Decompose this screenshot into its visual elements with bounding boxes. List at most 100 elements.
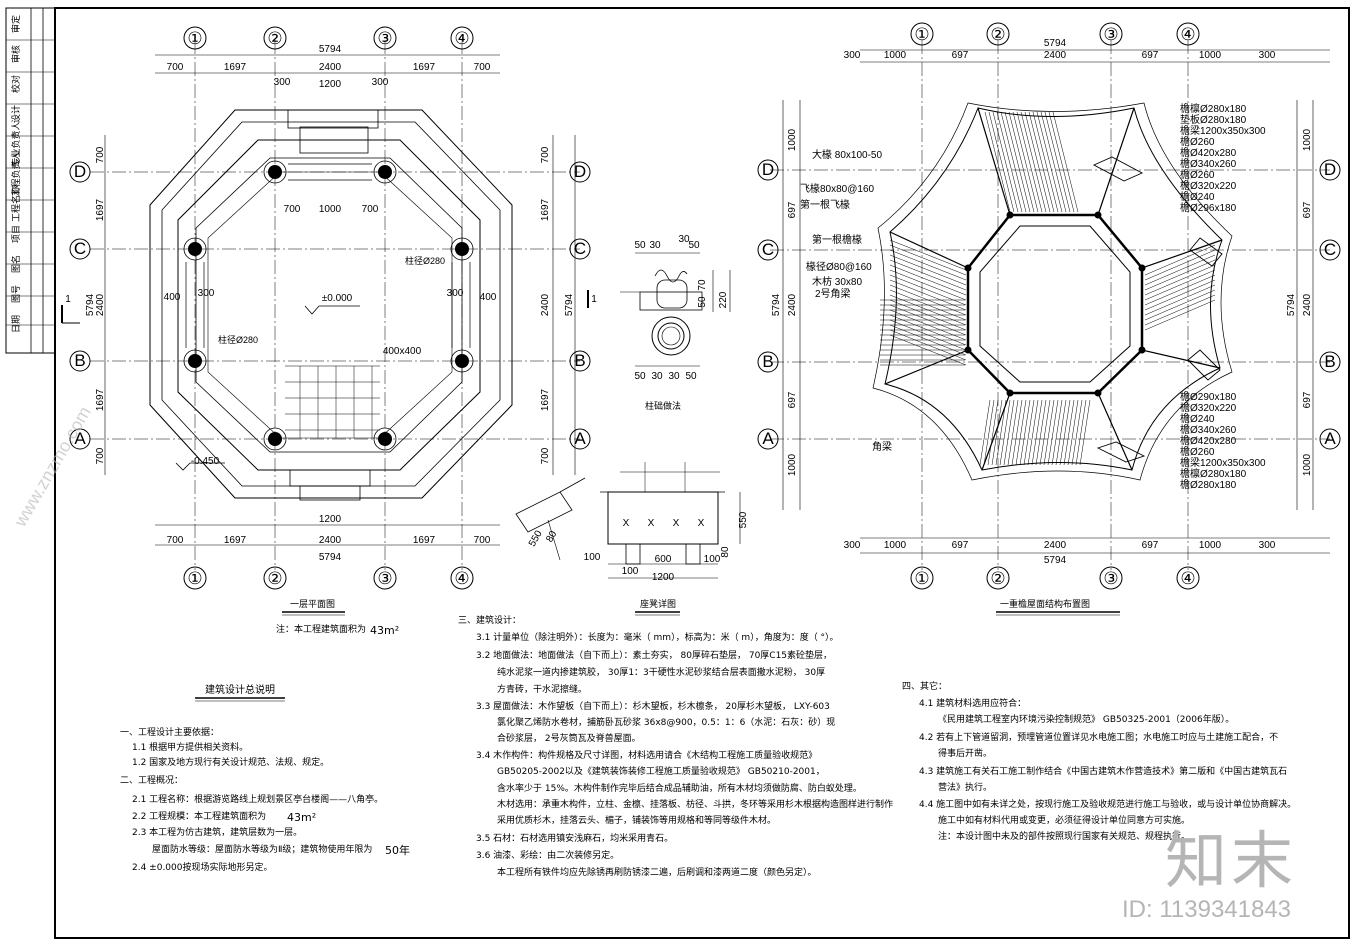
axis-x-label: ③ (1103, 569, 1118, 588)
level-zero: ±0.000 (322, 293, 353, 304)
note-4-4: 4.4 施工图中如有未详之处，按现行施工及验收规范进行施工与验收，或与设计单位协… (919, 800, 1297, 810)
dim-side: 1697 (95, 198, 106, 221)
note-3-4d: 木材选用：承重木构件，立柱、金檩、挂落板、枋径、斗拱，冬环等采用杉木根据构造图样… (497, 800, 894, 810)
note-4-4b: 施工中如有材料代用或变更，必须征得设计单位同意方可实施。 (938, 816, 1191, 826)
roof-dim-side: 1000 (1302, 453, 1313, 476)
rafter-line (1144, 279, 1216, 311)
axis-x-label: ③ (1103, 25, 1118, 44)
axis-bubble (757, 351, 779, 373)
axis-bubble (569, 238, 591, 260)
rafter-line (1144, 294, 1216, 326)
member-label: 檐Ø320x220 (1180, 179, 1237, 192)
note-3-4e: 采用优质杉木，挂落云头、楣子，铺装饰等用规格和等同等级件木材。 (497, 816, 777, 826)
axis-bubble (910, 566, 934, 590)
dim-total: 5794 (85, 293, 96, 316)
note-3-2: 3.2 地面做法：地面做法（自下而上）：素土夯实， 80厚碎石垫层， 70厚C1… (476, 651, 833, 661)
roof-dim-top: 697 (952, 50, 969, 61)
rafter-line (1000, 111, 1027, 213)
axis-y-label: D (762, 160, 774, 179)
axis-x-label: ① (187, 569, 202, 588)
dim-step: 300 (372, 77, 389, 88)
axis-y-label: B (1324, 352, 1335, 371)
rafter-line (979, 399, 991, 466)
rafter-line (1144, 284, 1216, 316)
dim-side: 700 (540, 447, 551, 464)
rafter-line (1020, 111, 1047, 213)
axis-bubble (1099, 22, 1123, 46)
column-label: 柱径Ø280 (405, 255, 445, 266)
axis-bubble (757, 239, 779, 261)
axis-y-label: B (574, 351, 585, 370)
rafter-line (1144, 249, 1216, 281)
rafter-line (1004, 111, 1031, 213)
section-mark: 1 (591, 294, 597, 305)
member-label: 檐Ø260 (1180, 168, 1215, 181)
axis-bubble (757, 159, 779, 181)
watermark-brand: 知末 (1165, 827, 1298, 896)
axis-y-label: A (574, 429, 586, 448)
rafter-line (1043, 399, 1055, 466)
dim-top: 2400 (319, 62, 342, 73)
dim-side: 1697 (540, 388, 551, 411)
note-3-7: 本工程所有铁件均应先除锈再刷防锈漆二遍，后刷调和漆两道二度（颜色另定）。 (497, 868, 817, 878)
member-label: 大椽 80x100-50 (812, 148, 882, 161)
roof-dim-bottom: 300 (844, 540, 861, 551)
column-label: 柱径Ø280 (218, 334, 258, 345)
bench-dim: 80 (544, 529, 559, 545)
rafter-line (1144, 269, 1216, 301)
rafter-line (984, 111, 1011, 213)
roof-dim-total: 5794 (1286, 293, 1297, 316)
roof-dim-side: 697 (787, 391, 798, 408)
title-block-cell: 设计 (10, 105, 21, 123)
rafter-line (1075, 399, 1087, 466)
roof-dim-bottom: 1000 (1199, 540, 1222, 551)
note-3-5: 3.5 石材：石材选用镇安浅麻石，均米采用青石。 (476, 834, 674, 844)
axis-bubble (69, 238, 91, 260)
member-label: 2号角梁 (815, 287, 851, 300)
note-3-3c: 合砂浆层， 2号灰筒瓦及脊兽屋面。 (497, 734, 641, 744)
title-block-cell: 工程名称 (10, 186, 21, 222)
rafter-line (1144, 244, 1216, 276)
dim-step: 1200 (319, 79, 342, 90)
roof-dim-bottom: 300 (1259, 540, 1276, 551)
area-note: 注：本工程建筑面积为 (276, 625, 367, 635)
note-s2-2v: 43m² (287, 811, 317, 824)
rafter-line (1144, 264, 1216, 296)
rafter-line (1051, 399, 1063, 466)
note-s2-2: 2.2 工程规模：本工程建筑面积为 (132, 812, 267, 822)
rafter-line (1144, 254, 1216, 286)
note-3-6: 3.6 油漆、彩绘：由二次装修另定。 (476, 851, 620, 861)
axis-bubble (263, 566, 287, 590)
member-label: 檐梁1200x350x300 (1180, 124, 1266, 137)
note-s1: 一、工程设计主要依据： (120, 728, 220, 738)
rafter-line (996, 111, 1023, 213)
axis-x-label: ④ (454, 29, 469, 48)
member-label: 檐Ø260 (1180, 445, 1215, 458)
dim-total: 5794 (319, 552, 342, 563)
rafter-line (1015, 399, 1027, 466)
dim-side: 700 (95, 447, 106, 464)
axis-bubble (569, 350, 591, 372)
axis-bubble (373, 26, 397, 50)
rafter-line (999, 399, 1011, 466)
axis-bubble (373, 566, 397, 590)
axis-y-label: D (1324, 160, 1336, 179)
rafter-line (1012, 111, 1039, 213)
note-4-1b: 《民用建筑工程室内环境污染控制规范》 GB50325-2001（2006年版）。 (938, 715, 1235, 725)
axis-bubble (569, 161, 591, 183)
axis-y-label: C (762, 240, 774, 259)
notes-mid-heading: 三、建筑设计： (458, 616, 522, 626)
bench-mark: X (648, 518, 655, 529)
member-label: 檐Ø420x280 (1180, 146, 1237, 159)
rafter-line (1008, 111, 1035, 213)
rafter-line (1007, 399, 1019, 466)
bench-dim: 80 (720, 546, 731, 558)
dim-total: 5794 (564, 293, 575, 316)
roof-dim-top: 697 (1142, 50, 1159, 61)
axis-bubble (450, 566, 474, 590)
section-mark: 1 (65, 294, 71, 305)
axis-bubble (69, 161, 91, 183)
axis-x-label: ③ (377, 29, 392, 48)
